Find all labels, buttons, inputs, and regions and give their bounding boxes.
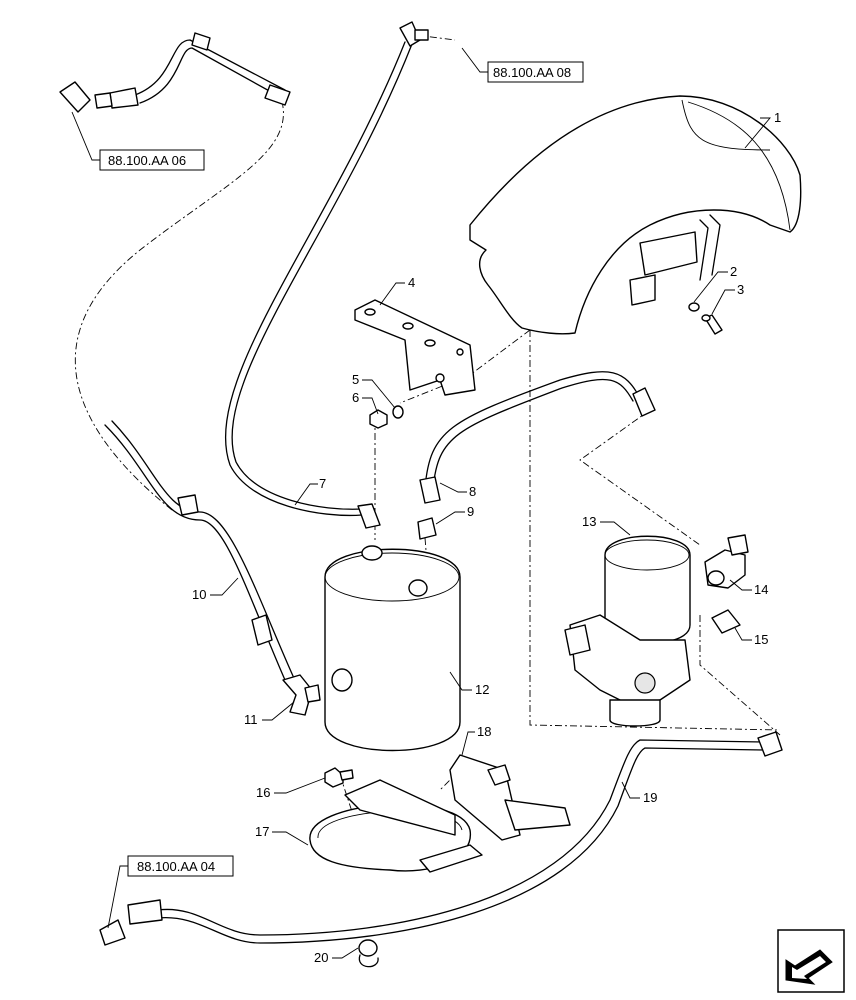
- callout-14: 14: [754, 582, 768, 597]
- pipe-19: [99, 731, 783, 946]
- callout-15: 15: [754, 632, 768, 647]
- pipe-7: [225, 21, 429, 529]
- strap: [309, 779, 483, 873]
- bracket: [354, 299, 476, 396]
- callout-7: 7: [319, 476, 326, 491]
- reference-label-06[interactable]: 88.100.AA 06: [108, 153, 186, 168]
- callout-10: 10: [192, 587, 206, 602]
- hose-8: [417, 371, 656, 540]
- callout-18: 18: [477, 724, 491, 739]
- callout-1: 1: [774, 110, 781, 125]
- callout-12: 12: [475, 682, 489, 697]
- callout-20: 20: [314, 950, 328, 965]
- callout-19: 19: [643, 790, 657, 805]
- callout-16: 16: [256, 785, 270, 800]
- air-tank: [324, 545, 461, 752]
- plug: [711, 609, 741, 634]
- callout-17: 17: [255, 824, 269, 839]
- reference-label-04[interactable]: 88.100.AA 04: [137, 859, 215, 874]
- reference-box-08[interactable]: 88.100.AA 08: [487, 61, 584, 83]
- washer-nut: [369, 405, 404, 429]
- callout-6: 6: [352, 390, 359, 405]
- washer-bolt: [688, 302, 723, 335]
- clip: [358, 939, 379, 968]
- callout-5: 5: [352, 372, 359, 387]
- connection-lines: [74, 34, 781, 831]
- pipe-10: [104, 420, 294, 681]
- callout-3: 3: [737, 282, 744, 297]
- elbow-fitting: [282, 674, 321, 716]
- reference-box-04[interactable]: 88.100.AA 04: [127, 855, 234, 877]
- mounting-bracket: [449, 754, 571, 841]
- valve: [704, 534, 749, 589]
- reference-label-08[interactable]: 88.100.AA 08: [493, 65, 571, 80]
- callout-2: 2: [730, 264, 737, 279]
- callout-9: 9: [467, 504, 474, 519]
- callout-8: 8: [469, 484, 476, 499]
- callout-numbers: 1 2 3 4 5 6 7 8 9 10 11 12 13 14 15 16 1…: [192, 110, 781, 965]
- air-dryer: [564, 535, 691, 727]
- arrow-down-left-icon[interactable]: [777, 929, 845, 993]
- callout-4: 4: [408, 275, 415, 290]
- reference-box-06[interactable]: 88.100.AA 06: [99, 149, 205, 171]
- callout-11: 11: [244, 712, 258, 727]
- bolt-16: [324, 767, 354, 788]
- fender: [469, 95, 802, 335]
- leader-lines: [71, 47, 771, 959]
- callout-13: 13: [582, 514, 596, 529]
- pipe-top-left: [59, 32, 291, 113]
